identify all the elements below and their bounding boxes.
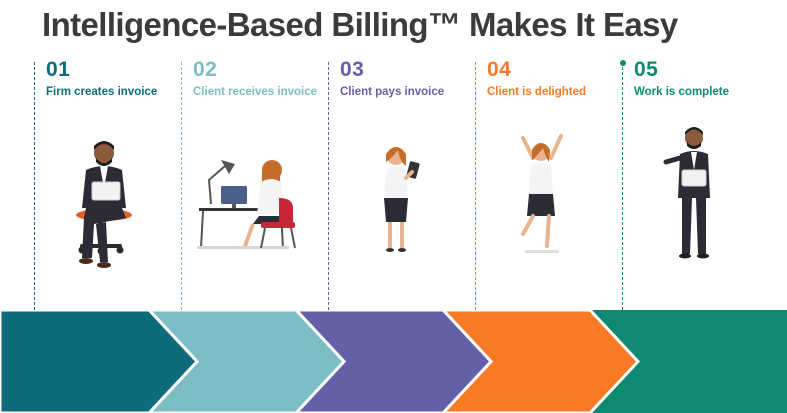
step-3: 03 Client pays invoice xyxy=(328,58,475,310)
man-checking-watch-icon xyxy=(663,127,710,259)
step-2: 02 Client receives invoice xyxy=(181,58,328,310)
step-3-divider xyxy=(328,62,329,310)
man-sitting-laptop-icon xyxy=(76,141,132,268)
step-1: 01 Firm creates invoice xyxy=(34,58,181,310)
step-1-label: Firm creates invoice xyxy=(46,86,158,98)
step-5-number: 05 xyxy=(634,58,659,81)
chevron-segment-5 xyxy=(590,310,787,413)
woman-with-tablet-icon xyxy=(384,147,420,252)
step-1-number: 01 xyxy=(46,58,71,81)
step-5-marker xyxy=(619,60,626,66)
step-3-label: Client pays invoice xyxy=(340,86,445,98)
woman-jumping-icon xyxy=(521,134,563,253)
step-4-number: 04 xyxy=(487,58,512,81)
step-1-divider xyxy=(34,62,35,310)
chevron-segment-1 xyxy=(0,310,200,413)
step-5-label: Work is complete xyxy=(634,86,730,98)
step-2-label: Client receives invoice xyxy=(193,86,318,98)
step-4-divider xyxy=(475,62,476,310)
step-5: 05 Work is complete xyxy=(619,58,769,310)
step-3-number: 03 xyxy=(340,58,365,81)
step-4-label: Client is delighted xyxy=(487,86,587,98)
step-4: 04 Client is delighted xyxy=(475,58,622,310)
step-2-number: 02 xyxy=(193,58,218,81)
page-title: Intelligence-Based Billing™ Makes It Eas… xyxy=(42,6,678,43)
step-2-divider xyxy=(181,62,182,310)
process-chevron-bar xyxy=(0,310,787,413)
woman-at-desk-icon xyxy=(197,160,296,249)
step-5-divider xyxy=(622,62,623,310)
